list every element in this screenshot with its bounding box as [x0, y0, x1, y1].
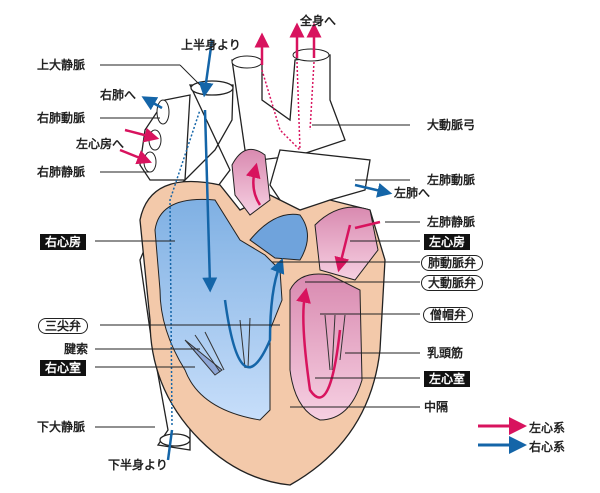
pulmonary-outflow	[249, 213, 308, 261]
flow-from-right-lung-2	[119, 148, 152, 165]
right-heart-chambers	[154, 198, 283, 421]
label-to-right-lung: 右肺へ	[100, 88, 137, 102]
legend-left-system: 左心系	[529, 421, 566, 435]
label-aortic-valve: 大動脈弁	[421, 275, 484, 291]
label-right-ventricle: 右心室	[40, 360, 87, 376]
label-from-upper-body: 上半身より	[181, 38, 241, 52]
flow-to-right-lung	[141, 96, 163, 111]
flow-from-right-lung-1	[124, 127, 160, 143]
flow-ivc	[166, 429, 174, 461]
label-mitral-valve: 僧帽弁	[423, 307, 474, 323]
label-superior-vena-cava: 上大静脈	[37, 58, 86, 72]
flow-rv	[223, 258, 285, 369]
label-to-left-atrium: 左心房へ	[76, 137, 125, 151]
label-septum: 中隔	[424, 400, 449, 414]
svc-opening	[190, 80, 234, 96]
flow-ra	[202, 109, 218, 293]
flow-to-left-lung	[354, 182, 393, 198]
label-right-pulmonary-artery: 右肺動脈	[37, 111, 86, 125]
label-left-pulmonary-artery: 左肺動脈	[427, 173, 476, 187]
label-right-atrium: 右心房	[40, 234, 87, 250]
label-aortic-arch: 大動脈弓	[427, 118, 476, 132]
label-tricuspid-valve: 三尖弁	[38, 318, 89, 334]
label-pulmonary-valve: 肺動脈弁	[421, 255, 484, 271]
left-ventricle-chamber	[289, 273, 363, 421]
flow-aortic-root	[245, 162, 262, 206]
flow-svc	[198, 39, 214, 98]
label-to-whole-body: 全身へ	[300, 14, 337, 28]
aortic-root	[231, 148, 271, 216]
label-left-atrium: 左心房	[424, 234, 471, 250]
label-to-left-lung: 左肺へ	[394, 186, 431, 200]
leader-lines	[95, 64, 420, 428]
flow-la	[334, 224, 352, 273]
label-chordae-tendineae: 腱索	[64, 342, 89, 356]
flow-lpv	[354, 220, 381, 230]
label-left-pulmonary-vein: 左肺静脈	[427, 215, 476, 229]
chordae-left	[324, 314, 346, 371]
label-right-pulmonary-vein: 右肺静脈	[37, 165, 86, 179]
label-left-ventricle: 左心室	[424, 371, 471, 387]
flow-lv	[296, 287, 342, 399]
label-from-lower-body: 下半身より	[108, 458, 168, 472]
aorta	[231, 54, 346, 161]
ivc-opening	[159, 433, 191, 447]
legend-right-system: 右心系	[529, 440, 566, 454]
label-papillary-muscle: 乳頭筋	[427, 346, 464, 360]
label-inferior-vena-cava: 下大静脈	[37, 420, 86, 434]
